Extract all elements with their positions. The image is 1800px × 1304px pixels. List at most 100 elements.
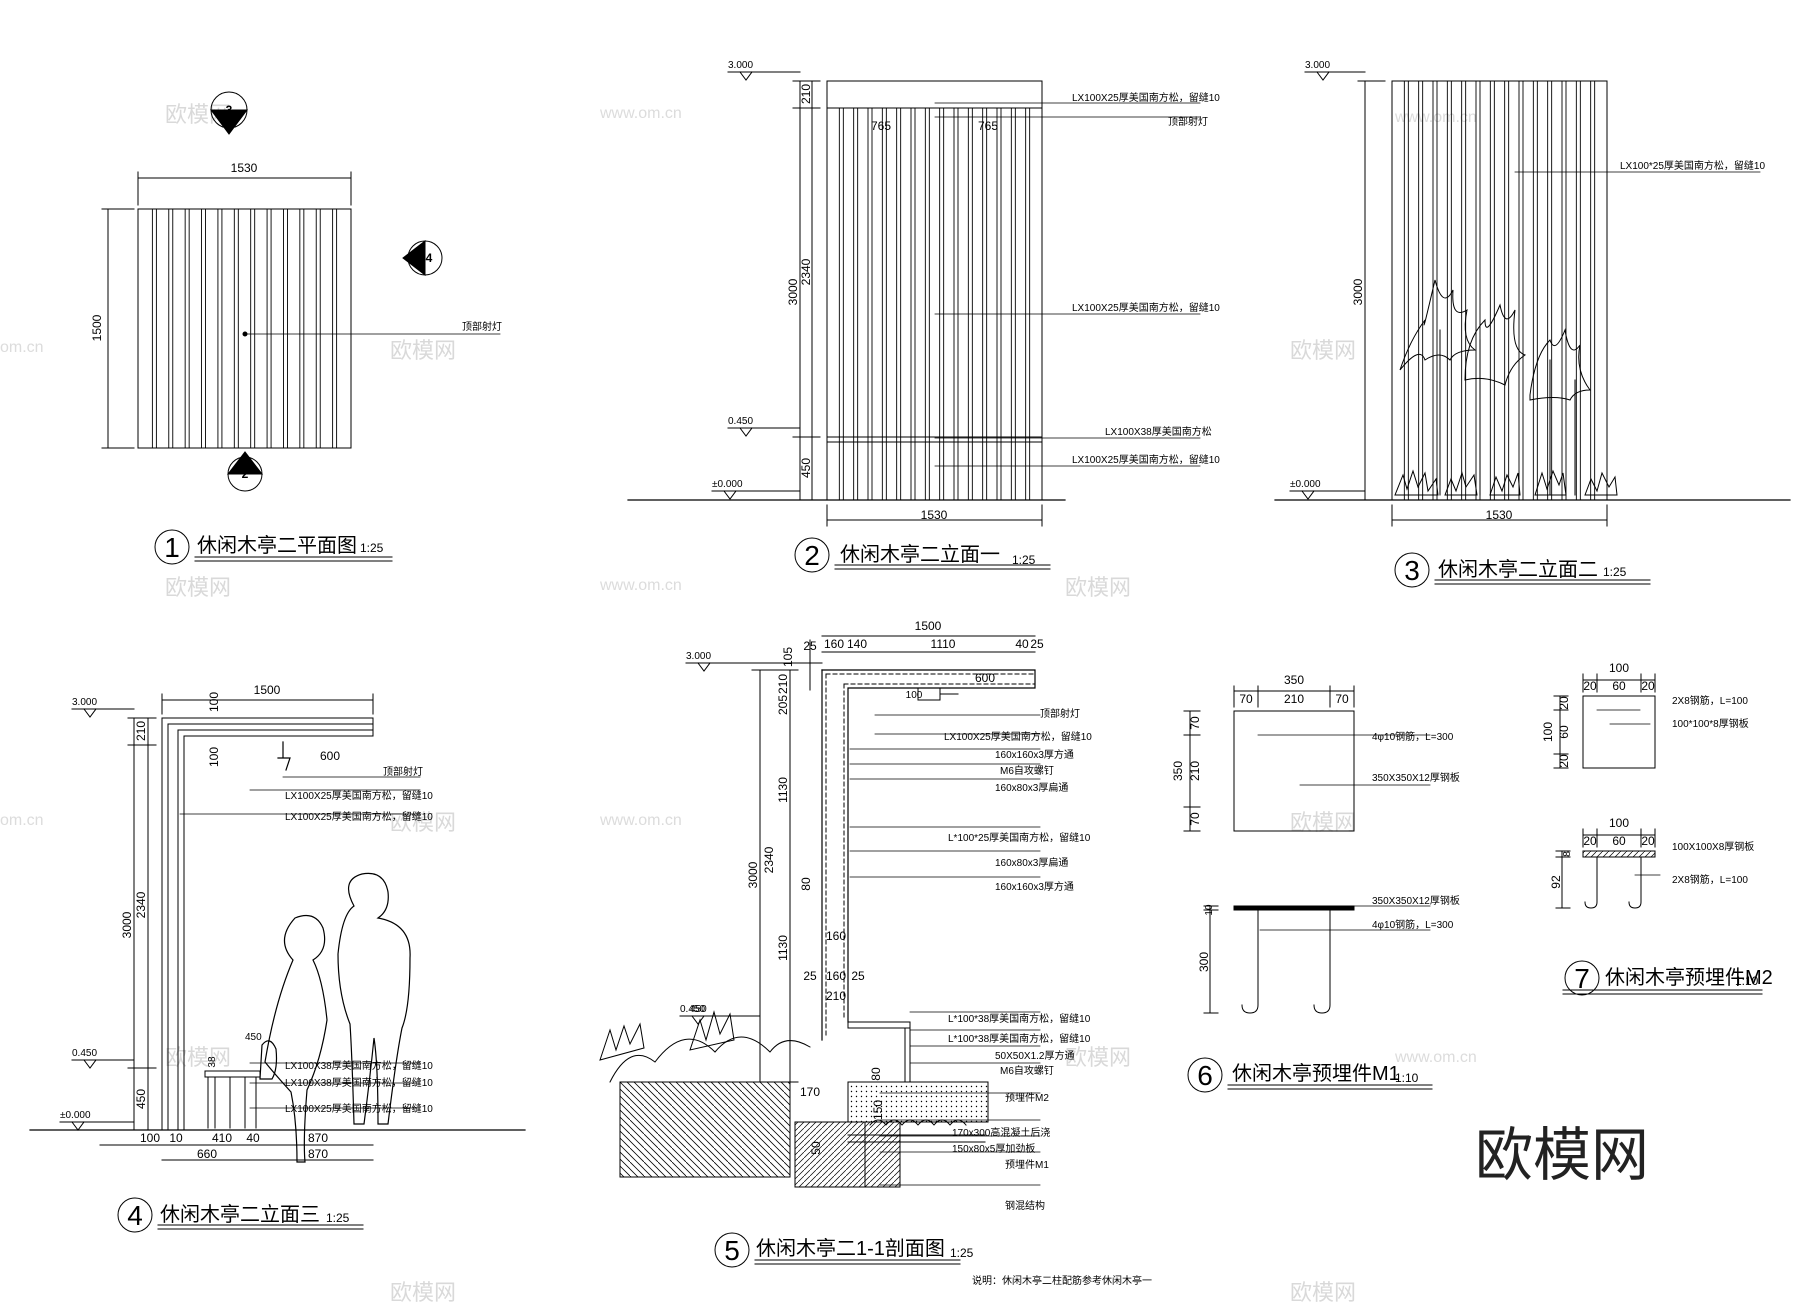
drawing-title: 休闲木亭预埋件M2: [1605, 966, 1773, 989]
drawing-1-plan: [101, 91, 501, 565]
dim: 3000: [746, 861, 760, 888]
dim: 25: [1030, 637, 1044, 651]
callout: 钢混结构: [1005, 1199, 1045, 1212]
callout: 预埋件M2: [1005, 1092, 1049, 1104]
section-marker-3: [210, 91, 248, 135]
dim: 160: [826, 929, 846, 943]
level-marker: 0.450: [728, 416, 753, 427]
dim: 105: [781, 647, 795, 667]
drawing-number-circle: [1187, 1057, 1223, 1093]
drawing-2-elevation-1: [627, 71, 1201, 573]
watermark-url: www.om.cn: [599, 105, 682, 122]
elevation-frame: [1391, 80, 1608, 501]
watermarks: 欧模网 www.om.cn www.om.cn 欧模网 欧模网 om.cn 欧模…: [0, 102, 1477, 1304]
dim: 20: [1641, 834, 1655, 848]
drawing-number: 2: [804, 540, 820, 571]
drawing-number-circle: [794, 537, 830, 573]
dim: 70: [1188, 812, 1202, 826]
watermark-logo: 欧模网: [390, 338, 456, 363]
dim: 100: [140, 1131, 160, 1145]
drawing-scale: 1:10: [1735, 974, 1759, 988]
callout: 预埋件M1: [1005, 1159, 1049, 1171]
drawing-number: 6: [1197, 1060, 1213, 1091]
drawing-number-circle: [1394, 552, 1430, 588]
watermark-logo: 欧模网: [165, 575, 231, 600]
callout: LX100X25厚美国南方松，留缝10: [944, 730, 1092, 743]
dim: 20: [1583, 834, 1597, 848]
dim-450: 450: [134, 1089, 148, 1109]
section-marker-4: [402, 239, 443, 277]
section-number: 3: [226, 103, 233, 117]
watermark-logo: 欧模网: [1065, 1045, 1131, 1070]
level-marker: 3.000: [728, 60, 753, 71]
callout: 150x80x5厚加劲板: [952, 1142, 1035, 1155]
level-marker: 3.000: [1305, 60, 1330, 71]
elevation-2-slats: [1403, 80, 1596, 501]
watermark-url: www.om.cn: [599, 577, 682, 594]
drawing-6-embed-m1: [1183, 685, 1433, 1093]
dim: 25: [851, 969, 865, 983]
drawing-number: 1: [164, 532, 180, 563]
dim: 80: [869, 1067, 883, 1081]
callout: L*100*38厚美国南方松，留缝10: [948, 1012, 1091, 1025]
dim-3000: 3000: [120, 911, 134, 938]
dim-height: 1500: [90, 314, 104, 341]
dim: 350: [1171, 761, 1185, 781]
dim: 150: [871, 1100, 885, 1120]
callout: LX100X25厚美国南方松，留缝10: [285, 1102, 433, 1115]
watermark-url: om.cn: [0, 812, 44, 829]
dim: 160: [826, 969, 846, 983]
dim-100: 100: [207, 692, 221, 712]
dim: 1130: [776, 935, 790, 961]
callout: M6自攻螺钉: [1000, 764, 1054, 777]
section-marker-2: [226, 451, 264, 492]
callout: LX100X25厚美国南方松，留缝10: [1072, 453, 1220, 466]
dim-width: 1530: [231, 161, 258, 175]
drawing-4-elevation-3: [29, 693, 526, 1233]
watermark-logo: 欧模网: [1290, 338, 1356, 363]
callout: 2X8钢筋，L=100: [1672, 694, 1748, 707]
drawing-scale: 1:10: [1395, 1071, 1419, 1085]
general-note: 说明：休闲木亭二柱配筋参考休闲木亭一: [972, 1274, 1152, 1287]
dim-210: 210: [134, 721, 148, 741]
dim-100: 100: [207, 747, 221, 767]
dim: 20: [1557, 696, 1571, 710]
dim: 210: [1284, 692, 1304, 706]
dim: 10: [1204, 904, 1215, 916]
drawing-scale: 1:25: [1603, 565, 1627, 579]
drawing-number: 4: [127, 1200, 143, 1231]
dim: 25: [803, 639, 817, 653]
plan-outline: [137, 208, 352, 449]
callout: L*100*25厚美国南方松，留缝10: [948, 831, 1091, 844]
drawing-7-embed-m2: [1553, 673, 1763, 996]
dim: 20: [1557, 754, 1571, 768]
watermark-url: om.cn: [0, 339, 44, 356]
drawing-scale: 1:25: [360, 541, 384, 555]
dim-450: 450: [799, 458, 813, 478]
watermark-logo: 欧模网: [1290, 1280, 1356, 1304]
dim: 70: [1239, 692, 1253, 706]
dim-38: 38: [207, 1056, 218, 1068]
dim-2340: 2340: [799, 258, 813, 285]
dim-210: 210: [799, 84, 813, 104]
callout: 顶部射灯: [383, 765, 423, 778]
drawing-number-circle: [1564, 960, 1600, 996]
drawing-3-elevation-2: [1274, 71, 1791, 588]
dim: 410: [212, 1131, 232, 1145]
dim: 60: [1557, 725, 1571, 739]
dim-2340: 2340: [134, 891, 148, 918]
drawing-scale: 1:25: [950, 1246, 974, 1260]
plate-plan: [1582, 695, 1656, 769]
dim-3000: 3000: [1351, 278, 1365, 305]
dim: 70: [1335, 692, 1349, 706]
l-frame-outer: [161, 717, 374, 1131]
dim: 870: [308, 1131, 328, 1145]
callout: LX100X38厚美国南方松，留缝10: [285, 1076, 433, 1089]
drawing-number: 5: [724, 1235, 740, 1266]
dim: 210: [1188, 761, 1202, 781]
callout: 50X50X1.2厚方通: [995, 1049, 1075, 1062]
dim: 70: [1188, 716, 1202, 730]
callout: 160x80x3厚扁通: [995, 781, 1068, 794]
callout: 100*100*8厚钢板: [1672, 717, 1749, 730]
